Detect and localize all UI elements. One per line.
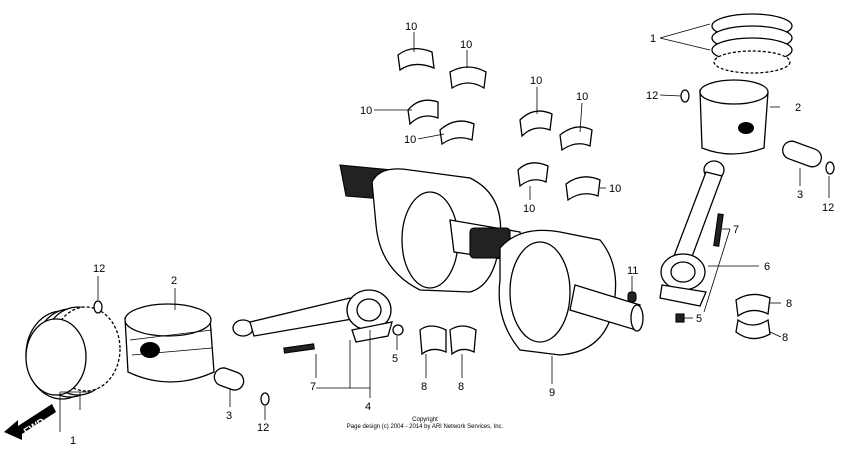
callout-3: 3 xyxy=(226,410,232,422)
callout-5: 5 xyxy=(696,313,702,325)
leader-lines xyxy=(59,23,830,432)
callout-10: 10 xyxy=(530,75,542,87)
copyright-heading: Copyright xyxy=(412,417,438,423)
callout-1: 1 xyxy=(70,435,76,447)
piston-left xyxy=(124,303,215,383)
callout-8: 8 xyxy=(458,381,464,393)
callout-8: 8 xyxy=(782,332,788,344)
callout-12: 12 xyxy=(822,202,834,214)
callout-5: 5 xyxy=(392,353,398,365)
callout-10: 10 xyxy=(609,183,621,195)
crankshaft xyxy=(339,164,644,356)
callout-12: 12 xyxy=(257,422,269,434)
callout-10: 10 xyxy=(523,203,535,215)
callout-2: 2 xyxy=(795,102,801,114)
bearing-shells-upper-left xyxy=(397,48,487,146)
connecting-rod-right xyxy=(659,160,725,323)
callout-10: 10 xyxy=(405,21,417,33)
piston-right xyxy=(699,79,769,155)
callout-6: 6 xyxy=(764,261,770,273)
callout-11: 11 xyxy=(627,265,638,277)
callout-10: 10 xyxy=(576,91,588,103)
callout-1: 1 xyxy=(650,33,656,45)
connecting-rod-left xyxy=(232,289,404,354)
callout-7: 7 xyxy=(310,381,316,393)
bearing-shells-middle xyxy=(517,110,601,202)
callout-numbers: 10 10 10 10 10 10 10 10 1 12 2 3 12 7 6 … xyxy=(70,21,834,447)
callout-4: 4 xyxy=(365,401,371,413)
clip-left-lower xyxy=(260,392,270,406)
callout-2: 2 xyxy=(171,275,177,287)
callout-10: 10 xyxy=(404,134,416,146)
callout-10: 10 xyxy=(360,105,372,117)
callout-3: 3 xyxy=(797,189,803,201)
clip-right-left xyxy=(680,89,690,103)
callout-12: 12 xyxy=(93,263,105,275)
callout-12: 12 xyxy=(646,90,658,102)
callout-9: 9 xyxy=(549,387,555,399)
callout-10: 10 xyxy=(460,39,472,51)
callout-8: 8 xyxy=(421,381,427,393)
rod-bearings-right xyxy=(735,293,771,340)
piston-rings-left xyxy=(25,306,121,400)
piston-rings-right xyxy=(711,13,793,74)
callout-8: 8 xyxy=(786,298,792,310)
clip-left-upper xyxy=(93,300,103,314)
piston-pin-left xyxy=(213,367,245,391)
callout-7: 7 xyxy=(733,224,739,236)
copyright-notice: Page design (c) 2004 - 2014 by ARI Netwo… xyxy=(346,424,504,430)
clip-right xyxy=(825,161,835,175)
piston-pin-right xyxy=(782,140,822,168)
rod-bearings-left xyxy=(419,325,477,356)
